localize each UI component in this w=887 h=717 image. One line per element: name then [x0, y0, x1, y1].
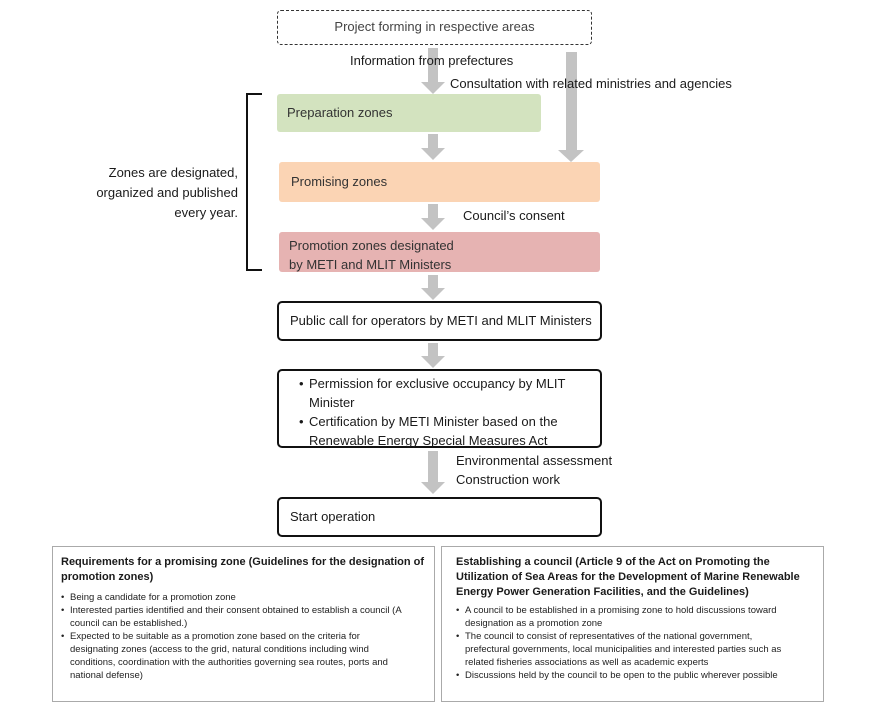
preparation-zones-box: Preparation zones	[277, 94, 541, 132]
consultation-label: Consultation with related ministries and…	[450, 76, 732, 91]
bracket-note: Zones are designated, organized and publ…	[96, 165, 238, 220]
promotion-zones-line2: by METI and MLIT Ministers	[289, 257, 452, 272]
list-item: Expected to be suitable as a promotion z…	[61, 630, 426, 682]
public-call-label: Public call for operators by METI and ML…	[290, 313, 592, 328]
arrow-to-promising	[421, 134, 445, 160]
year-bracket	[246, 93, 262, 271]
list-item: The council to consist of representative…	[456, 630, 815, 669]
project-forming-label: Project forming in respective areas	[334, 19, 535, 34]
arrow-to-public-call	[421, 275, 445, 300]
list-item: Being a candidate for a promotion zone	[61, 591, 426, 604]
list-item: A council to be established in a promisi…	[456, 604, 815, 630]
public-call-box: Public call for operators by METI and ML…	[277, 301, 602, 341]
arrow-to-promotion	[421, 204, 445, 230]
council-establishment-panel: Establishing a council (Article 9 of the…	[441, 546, 824, 702]
project-forming-box: Project forming in respective areas	[277, 10, 592, 45]
promotion-zones-line1: Promotion zones designated	[289, 238, 454, 253]
info-from-prefectures-label: Information from prefectures	[350, 53, 514, 68]
promising-zone-requirements-panel: Requirements for a promising zone (Guide…	[52, 546, 435, 702]
permission-item: Permission for exclusive occupancy by ML…	[299, 374, 600, 412]
councils-consent-label: Council’s consent	[463, 208, 565, 223]
start-operation-box: Start operation	[277, 497, 602, 537]
start-operation-label: Start operation	[290, 509, 376, 524]
panel-left-list: Being a candidate for a promotion zone I…	[61, 591, 426, 682]
promising-zones-box: Promising zones	[279, 162, 600, 202]
panel-left-title: Requirements for a promising zone (Guide…	[61, 556, 425, 583]
panel-right-list: A council to be established in a promisi…	[456, 604, 815, 682]
arrow-to-start-operation	[421, 451, 445, 494]
arrow-to-preparation	[421, 48, 445, 94]
certification-item: Certification by METI Minister based on …	[299, 412, 600, 450]
preparation-zones-label: Preparation zones	[287, 105, 393, 120]
promotion-zones-box: Promotion zones designated by METI and M…	[279, 232, 600, 272]
arrow-to-permission	[421, 343, 445, 368]
env-assessment-label: Environmental assessment	[456, 453, 613, 468]
promising-zones-label: Promising zones	[291, 174, 388, 189]
list-item: Interested parties identified and their …	[61, 604, 426, 630]
panel-right-title: Establishing a council (Article 9 of the…	[456, 556, 800, 598]
permission-box: Permission for exclusive occupancy by ML…	[277, 369, 602, 448]
arrow-consultation	[558, 52, 584, 162]
list-item: Discussions held by the council to be op…	[456, 669, 815, 682]
construction-work-label: Construction work	[456, 472, 561, 487]
